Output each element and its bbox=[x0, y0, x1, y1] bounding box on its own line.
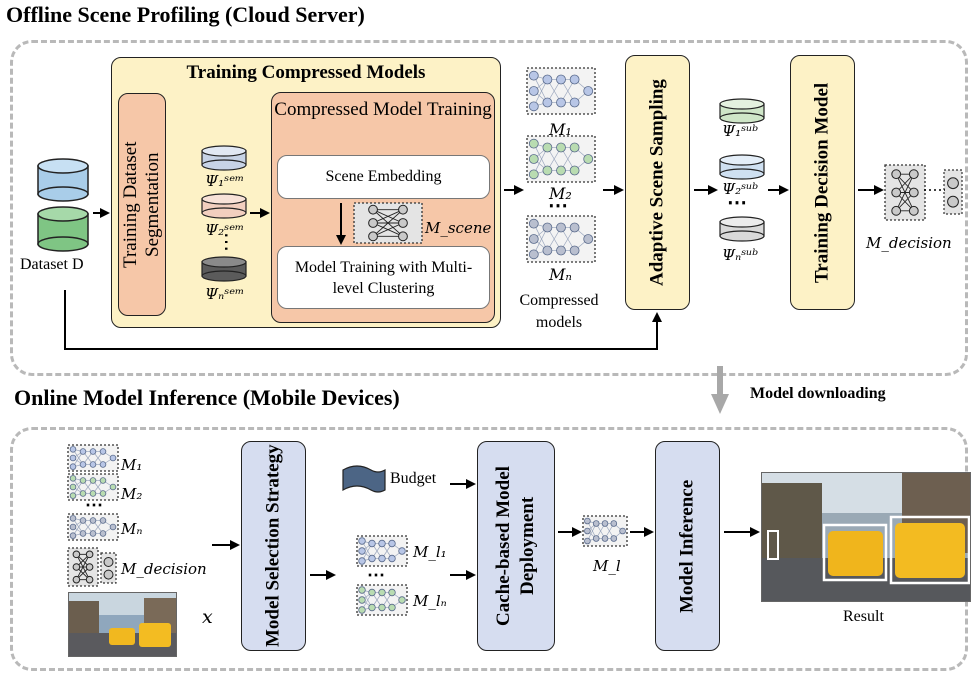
model-downloading-label: Model downloading bbox=[750, 385, 886, 402]
training-decision-model-box: Training Decision Model bbox=[790, 55, 855, 310]
dataset-label: Dataset D bbox=[20, 256, 84, 273]
m-scene-label: M_scene bbox=[425, 219, 492, 237]
psi-sem-dots: ⋯ bbox=[215, 232, 237, 252]
online-m2-label: M₂ bbox=[121, 485, 143, 503]
online-models-dots: ⋯ bbox=[85, 495, 103, 515]
psi-sub-dots: ⋯ bbox=[727, 192, 747, 214]
online-m-decision-label: M_decision bbox=[121, 560, 207, 578]
budget-label: Budget bbox=[390, 470, 437, 487]
mn-label: Mₙ bbox=[549, 265, 572, 284]
m2-label: M₂ bbox=[549, 184, 572, 203]
m-l-label: M_l bbox=[593, 557, 621, 575]
input-street-photo bbox=[69, 593, 176, 656]
online-m1-label: M₁ bbox=[121, 456, 143, 474]
offline-section-title: Offline Scene Profiling (Cloud Server) bbox=[6, 2, 365, 27]
psi-sub-2-label: Ψ₂ˢᵘᵇ bbox=[722, 180, 759, 198]
offline-section-frame bbox=[10, 40, 968, 376]
adaptive-scene-sampling-box: Adaptive Scene Sampling bbox=[625, 55, 690, 310]
training-compressed-models-title: Training Compressed Models bbox=[186, 62, 426, 83]
m1-label: M₁ bbox=[549, 120, 572, 139]
input-image-x bbox=[68, 592, 177, 657]
cache-based-deployment-box: Cache-based Model Deployment bbox=[477, 441, 555, 651]
psi-sub-n-label: Ψₙˢᵘᵇ bbox=[722, 246, 759, 264]
result-label: Result bbox=[843, 608, 884, 625]
model-training-clustering-box: Model Training with Multi-level Clusteri… bbox=[277, 246, 490, 309]
psi-sem-1-label: Ψ₁ˢᵉᵐ bbox=[205, 172, 245, 190]
x-label: x bbox=[202, 606, 213, 628]
models-dots: ⋯ bbox=[548, 195, 568, 217]
model-inference-box: Model Inference bbox=[655, 441, 720, 651]
selected-models-dots: ⋯ bbox=[367, 565, 385, 585]
scene-embedding-box: Scene Embedding bbox=[277, 155, 490, 199]
compressed-model-training-title: Compressed Model Training bbox=[274, 99, 492, 120]
compressed-models-label: Compressed models bbox=[519, 292, 599, 331]
m-ln-label: M_lₙ bbox=[413, 592, 447, 610]
result-street-photo bbox=[762, 473, 970, 601]
psi-sem-n-label: Ψₙˢᵉᵐ bbox=[205, 285, 245, 303]
m-decision-label: M_decision bbox=[866, 234, 952, 252]
online-section-title: Online Model Inference (Mobile Devices) bbox=[14, 385, 400, 410]
psi-sub-1-label: Ψ₁ˢᵘᵇ bbox=[722, 122, 759, 140]
online-mn-label: Mₙ bbox=[121, 520, 143, 538]
model-selection-strategy-box: Model Selection Strategy bbox=[241, 441, 306, 651]
psi-sem-2-label: Ψ₂ˢᵉᵐ bbox=[205, 221, 245, 239]
training-dataset-segmentation-box: Training Dataset Segmentation bbox=[118, 93, 166, 316]
result-image bbox=[761, 472, 971, 602]
m-l1-label: M_l₁ bbox=[413, 543, 447, 561]
